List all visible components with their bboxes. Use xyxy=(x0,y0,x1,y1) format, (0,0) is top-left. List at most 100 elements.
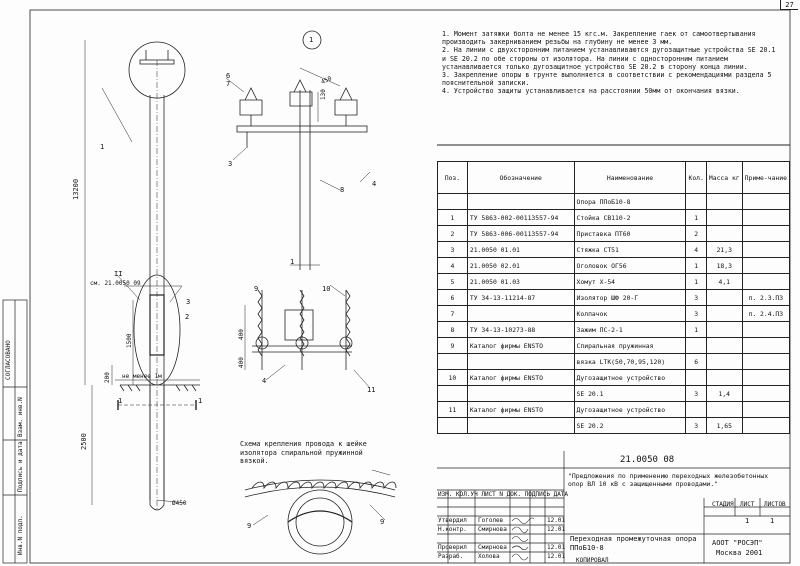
table-cell xyxy=(437,193,468,210)
table-cell: Дугозащитное устройство xyxy=(573,401,687,418)
col-mass: Масса кг xyxy=(705,161,743,194)
organization: АООТ "РОСЭП" xyxy=(712,539,763,547)
col-note: Приме-чание xyxy=(741,161,791,194)
sheet-frame xyxy=(29,9,791,564)
table-cell: Каталог фирмы ENSTO xyxy=(466,369,575,386)
table-cell xyxy=(685,193,707,210)
table-cell: 21.0050 02.01 xyxy=(466,257,575,274)
pos-9-left: 9 xyxy=(247,522,252,530)
table-cell xyxy=(437,417,468,434)
table-cell: 6 xyxy=(437,289,468,306)
table-cell: п. 2.4.ПЗ xyxy=(741,305,791,322)
drawing-notes: 1. Момент затяжки болта не менее 15 кгс.… xyxy=(442,30,782,96)
table-cell xyxy=(705,209,743,226)
table-cell: 10 xyxy=(437,369,468,386)
table-cell: 1,4 xyxy=(705,385,743,402)
signatures xyxy=(511,517,535,561)
dim-depth: 2500 xyxy=(80,433,88,450)
dim-400b: 400 xyxy=(238,357,245,368)
table-cell: Опора ППоБ10-8 xyxy=(573,193,687,210)
table-cell: п. 2.3.ПЗ xyxy=(741,289,791,306)
city-year: Москва 2001 xyxy=(716,549,763,557)
view-1-label: 1 xyxy=(309,36,314,44)
table-cell: ТУ 5863-002-00113557-94 xyxy=(466,209,575,226)
col-pos: Поз. xyxy=(437,161,468,194)
table-cell: Дугозащитное устройство xyxy=(573,369,687,386)
table-cell xyxy=(741,417,791,434)
table-cell: 5 xyxy=(437,273,468,290)
pole-main-view xyxy=(84,40,200,511)
view-2-label: II xyxy=(114,270,123,278)
table-cell: 21.0050 01.03 xyxy=(466,273,575,290)
specification-table: Поз. Обозначение Наименование Кол. Масса… xyxy=(437,161,791,434)
table-cell: 4 xyxy=(685,241,707,258)
table-cell xyxy=(437,385,468,402)
dim-1500: 1500 xyxy=(126,333,133,348)
table-cell xyxy=(741,353,791,370)
table-cell: 3 xyxy=(685,289,707,306)
note-3: 3. Закрепление опоры в грунте выполняетс… xyxy=(442,71,772,88)
table-cell: 6 xyxy=(685,353,707,370)
table-cell: 21.0050 01.01 xyxy=(466,241,575,258)
role-date: 12.01 xyxy=(547,544,566,551)
sheets-label: ЛИСТОВ xyxy=(764,501,786,508)
table-cell xyxy=(741,209,791,226)
table-cell: 3 xyxy=(685,385,707,402)
pos-3: 3 xyxy=(186,298,191,306)
table-cell xyxy=(466,353,575,370)
note-4: 4. Устройство защиты устанавливается на … xyxy=(442,87,740,96)
table-cell xyxy=(741,273,791,290)
role-person: Смирнова xyxy=(478,544,507,551)
side-replaced: Взам. инв.N xyxy=(17,397,24,437)
table-cell: 18,3 xyxy=(705,257,743,274)
table-cell xyxy=(741,321,791,338)
pos-9-right: 9 xyxy=(380,518,385,526)
table-cell: 1 xyxy=(685,321,707,338)
dim-diameter: Ø450 xyxy=(172,500,187,507)
table-cell: 9 xyxy=(437,337,468,354)
table-header-row: Поз. Обозначение Наименование Кол. Масса… xyxy=(437,161,791,194)
tie-scheme-diagram xyxy=(244,469,397,555)
role-date: 12.01 xyxy=(547,526,566,533)
pos-11: 11 xyxy=(367,386,376,394)
table-cell: Хомут Х-54 xyxy=(573,273,687,290)
table-cell xyxy=(705,321,743,338)
stamp-header: ИЗМ. КОЛ.УЧ ЛИСТ N ДОК. ПОДПИСЬ ДАТА xyxy=(438,491,569,498)
table-cell xyxy=(705,337,743,354)
drawing-title: Переходная промежуточная опора ППоБ10-8 xyxy=(570,535,697,552)
sheets-count: 1 xyxy=(770,517,775,525)
table-cell xyxy=(705,369,743,386)
table-cell: 2 xyxy=(437,225,468,242)
table-row: Опора ППоБ10-8 xyxy=(437,193,791,210)
role-person: Смирнова xyxy=(478,526,507,533)
role-person: Гоголев xyxy=(478,517,504,524)
dim-height: 13200 xyxy=(72,178,80,200)
table-cell: Стяжка СТ51 xyxy=(573,241,687,258)
page-number: 27 xyxy=(780,0,798,10)
table-cell xyxy=(705,193,743,210)
table-cell xyxy=(685,337,707,354)
table-cell: Стойка СВ110-2 xyxy=(573,209,687,226)
table-cell: ТУ 34-13-11214-87 xyxy=(466,289,575,306)
role-person: Холова xyxy=(478,553,500,560)
role-date: 12.01 xyxy=(547,517,566,524)
sheet-number: 1 xyxy=(745,517,750,525)
table-cell: 3 xyxy=(685,305,707,322)
table-cell: 4,1 xyxy=(705,273,743,290)
table-cell xyxy=(705,289,743,306)
pos-4: 4 xyxy=(372,180,377,188)
copied-label: КОПИРОВАЛ xyxy=(576,557,609,564)
table-cell: 11 xyxy=(437,401,468,418)
side-strip xyxy=(2,299,28,564)
table-cell: 1 xyxy=(685,209,707,226)
